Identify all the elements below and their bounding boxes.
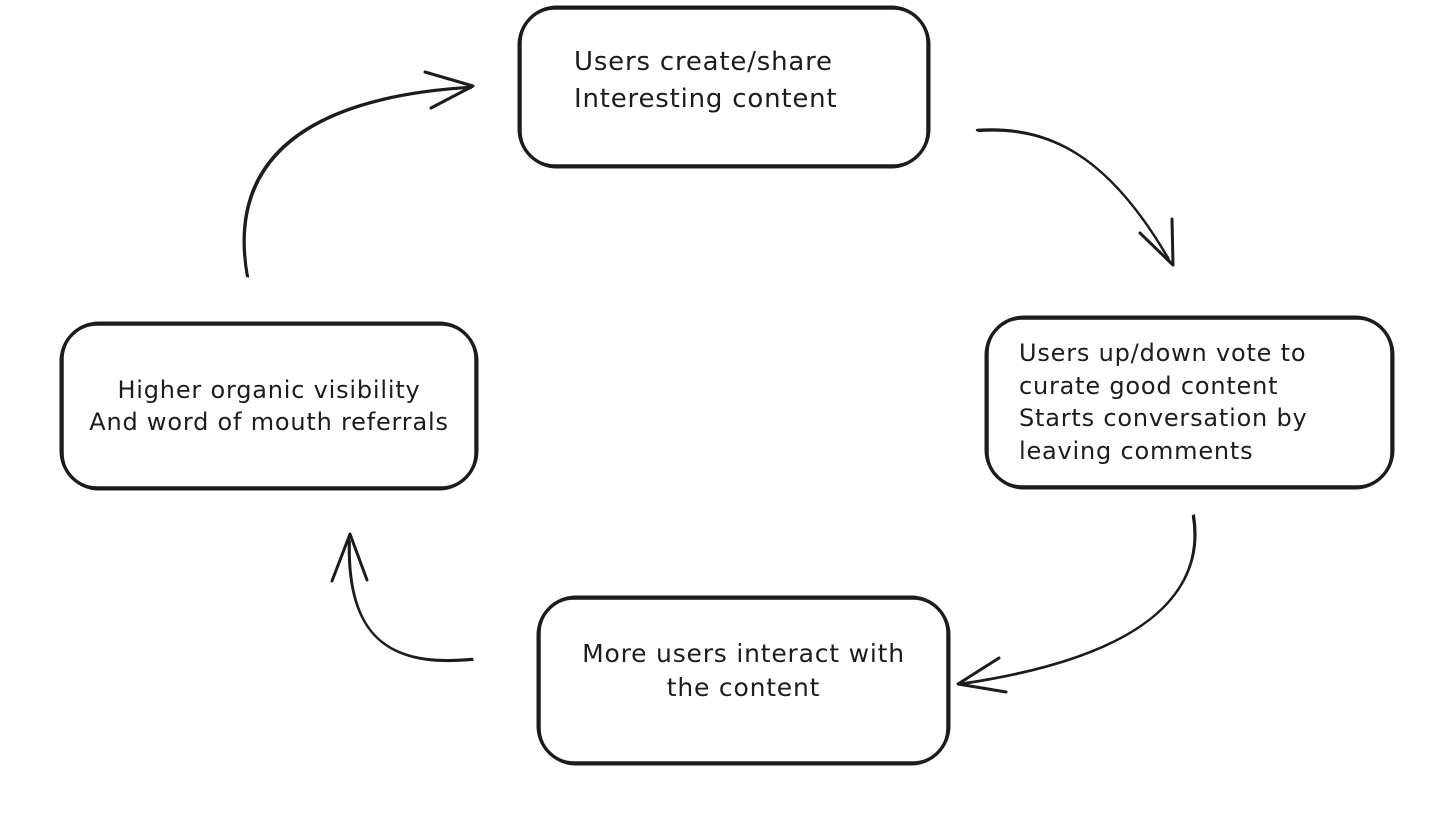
node-text-line: Users create/share [574, 47, 833, 77]
node-label-more-users-interact[interactable]: More users interact with the content [538, 637, 949, 705]
node-box-higher-organic-visibility[interactable] [59, 321, 479, 491]
node-label-users-create-share[interactable]: Users create/share Interesting content [574, 44, 837, 118]
node-label-users-vote-curate[interactable]: Users up/down vote to curate good conten… [1019, 337, 1308, 467]
arrow-interact-to-visibility[interactable] [330, 532, 474, 663]
node-text-line: Interesting content [574, 84, 838, 114]
node-text-line: the content [666, 673, 821, 702]
node-label-higher-organic-visibility[interactable]: Higher organic visibility And word of mo… [61, 374, 477, 438]
node-box-more-users-interact[interactable] [536, 595, 951, 766]
node-text-line: leaving comments [1019, 436, 1254, 465]
arrow-visibility-to-create[interactable] [242, 70, 475, 278]
arrow-vote-to-interact[interactable] [956, 514, 1197, 694]
node-text-line: Higher organic visibility [117, 376, 421, 404]
node-text-line: More users interact with [582, 639, 905, 668]
node-box-users-create-share[interactable] [517, 5, 931, 169]
node-text-line: curate good content [1019, 371, 1279, 400]
node-box-users-vote-curate[interactable] [984, 315, 1395, 490]
node-text-line: Starts conversation by [1019, 404, 1308, 432]
node-text-line: Users up/down vote to [1019, 339, 1307, 367]
arrow-create-to-vote[interactable] [975, 128, 1175, 267]
node-text-line: And word of mouth referrals [89, 408, 449, 436]
